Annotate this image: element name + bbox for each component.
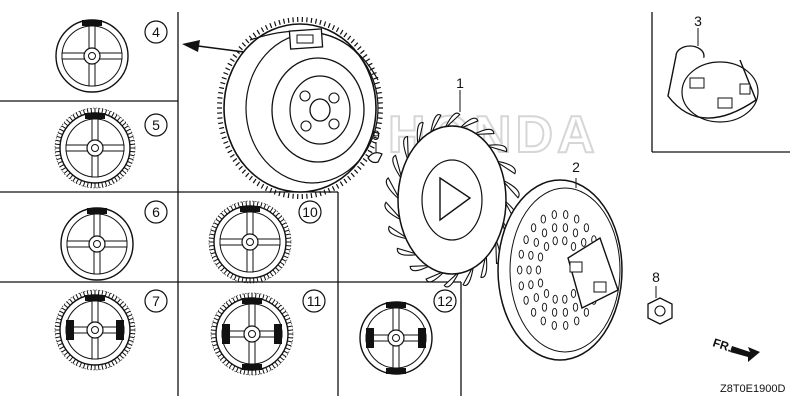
variant-callout-10: 10	[298, 200, 322, 224]
front-direction-label: FR.	[711, 336, 734, 355]
woodruff-key: 9	[367, 127, 383, 164]
variant-callout-4: 4	[144, 20, 168, 44]
variant-wheel-11	[210, 292, 294, 376]
flywheel-ring-gear	[217, 16, 383, 200]
variant-wheel-12	[359, 301, 433, 375]
gear-teeth	[55, 108, 135, 188]
variant-wheel-6	[60, 207, 134, 281]
variant-callout-7: 7	[144, 289, 168, 313]
variant-wheel-10	[208, 200, 292, 284]
front-arrow-icon	[730, 346, 760, 362]
variant-callouts: 4 5 6 7 10 11 12	[144, 20, 457, 313]
variant-number-6: 6	[152, 204, 160, 220]
variant-callout-11: 11	[302, 289, 326, 313]
variant-number-5: 5	[152, 117, 160, 133]
variant-wheel-5	[54, 107, 136, 189]
part-number-3: 3	[694, 13, 702, 29]
variant-callout-12: 12	[433, 289, 457, 313]
variant-number-11: 11	[307, 293, 322, 309]
variant-wheel-7	[54, 289, 136, 371]
gear-teeth	[211, 293, 293, 375]
gear-teeth	[55, 290, 135, 370]
variant-grid-lines	[0, 12, 790, 396]
flywheel	[217, 16, 383, 200]
variant-number-10: 10	[302, 204, 318, 220]
variant-wheel-4	[55, 19, 129, 93]
variant-number-7: 7	[152, 293, 160, 309]
part-number-1: 1	[456, 75, 464, 91]
flange-nut: 8	[647, 269, 673, 325]
variant-arrow	[182, 40, 245, 53]
variant-number-12: 12	[437, 293, 453, 309]
fan-cover: 2	[497, 159, 623, 361]
variant-callout-6: 6	[144, 200, 168, 224]
part-number-8: 8	[652, 269, 660, 285]
variant-number-4: 4	[152, 24, 160, 40]
diagram-code: Z8T0E1900D	[720, 383, 785, 395]
part-number-2: 2	[572, 159, 580, 175]
gear-teeth	[209, 201, 291, 283]
starter-pulley: 3	[667, 13, 759, 123]
variant-wheels	[54, 19, 433, 376]
part-number-9: 9	[372, 127, 380, 143]
front-direction-marker: FR.	[711, 336, 760, 362]
variant-callout-5: 5	[144, 113, 168, 137]
